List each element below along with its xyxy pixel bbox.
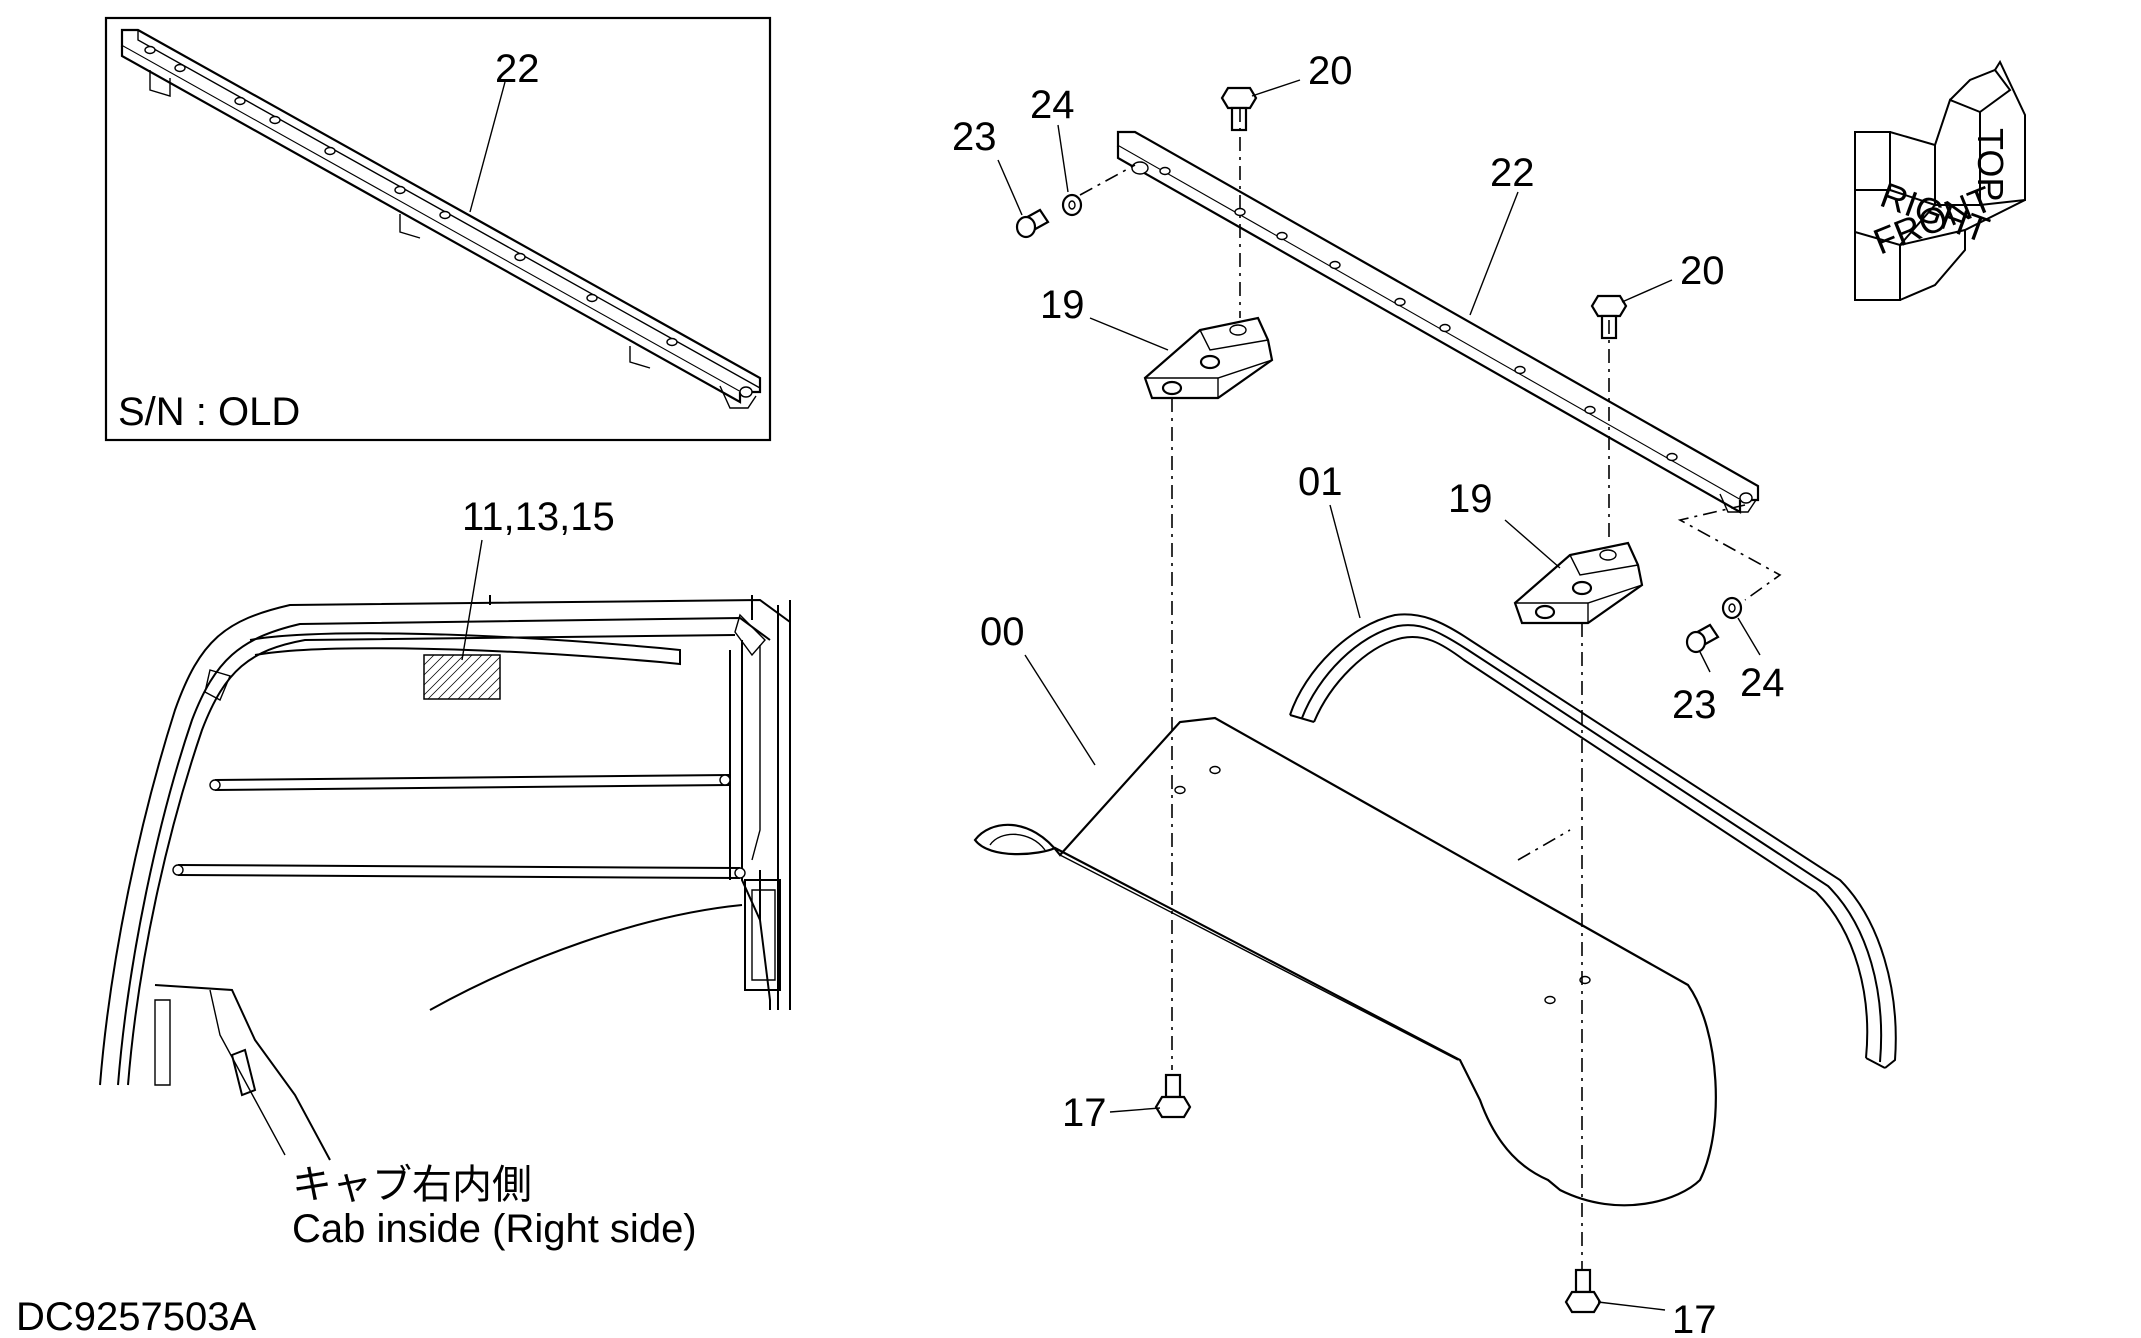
inset-rail-holes <box>144 45 678 347</box>
bracket-19-upper <box>1143 316 1274 400</box>
cab-callout-11-13-15: 11,13,15 <box>462 495 615 539</box>
callout-19-lower: 19 <box>1448 477 1493 521</box>
cab-crossbars <box>172 774 746 879</box>
callout-24-lower: 24 <box>1740 661 1785 705</box>
screw-23-upper <box>1015 208 1050 239</box>
callout-24-upper: 24 <box>1030 83 1075 127</box>
screw-23-lower <box>1685 623 1720 654</box>
bolt-20-right <box>1590 294 1628 340</box>
inset-callout-22: 22 <box>495 47 540 91</box>
cab-inside-view: 11,13,15 キャブ右内側 Cab inside (Right side) <box>99 495 791 1251</box>
callout-23-lower: 23 <box>1672 683 1717 727</box>
callout-19-upper: 19 <box>1040 283 1085 327</box>
inset-note: S/N : OLD <box>118 390 300 434</box>
washer-24-upper <box>1061 193 1083 217</box>
orientation-icon: RIGHT FRONT TOP <box>1854 59 2026 301</box>
washer-24-lower <box>1721 596 1743 620</box>
decal-patch <box>423 654 501 700</box>
callout-01: 01 <box>1298 460 1343 504</box>
callout-20-right: 20 <box>1680 249 1725 293</box>
bracket-19-lower <box>1513 541 1644 625</box>
callout-17-right: 17 <box>1672 1298 1717 1338</box>
drawing-id: DC9257503A <box>16 1295 256 1338</box>
cover-00 <box>973 716 1717 1207</box>
bolt-17-right <box>1564 1268 1602 1314</box>
seal-01 <box>1289 613 1897 1069</box>
main-exploded-view: 22 20 20 24 23 <box>952 49 1897 1338</box>
callout-23-upper: 23 <box>952 115 997 159</box>
callout-22: 22 <box>1490 151 1535 195</box>
callout-00: 00 <box>980 610 1025 654</box>
inset-old-rail: 22 S/N : OLD <box>104 16 772 442</box>
callout-17-left: 17 <box>1062 1091 1107 1135</box>
rail-22 <box>1116 130 1760 514</box>
cab-caption-jp: キャブ右内側 <box>292 1163 532 1207</box>
cab-caption-en: Cab inside (Right side) <box>292 1207 697 1251</box>
bolt-17-left <box>1154 1073 1192 1119</box>
bolt-20-left <box>1220 86 1258 132</box>
callout-20-left: 20 <box>1308 49 1353 93</box>
orientation-top: TOP <box>1970 128 2011 201</box>
